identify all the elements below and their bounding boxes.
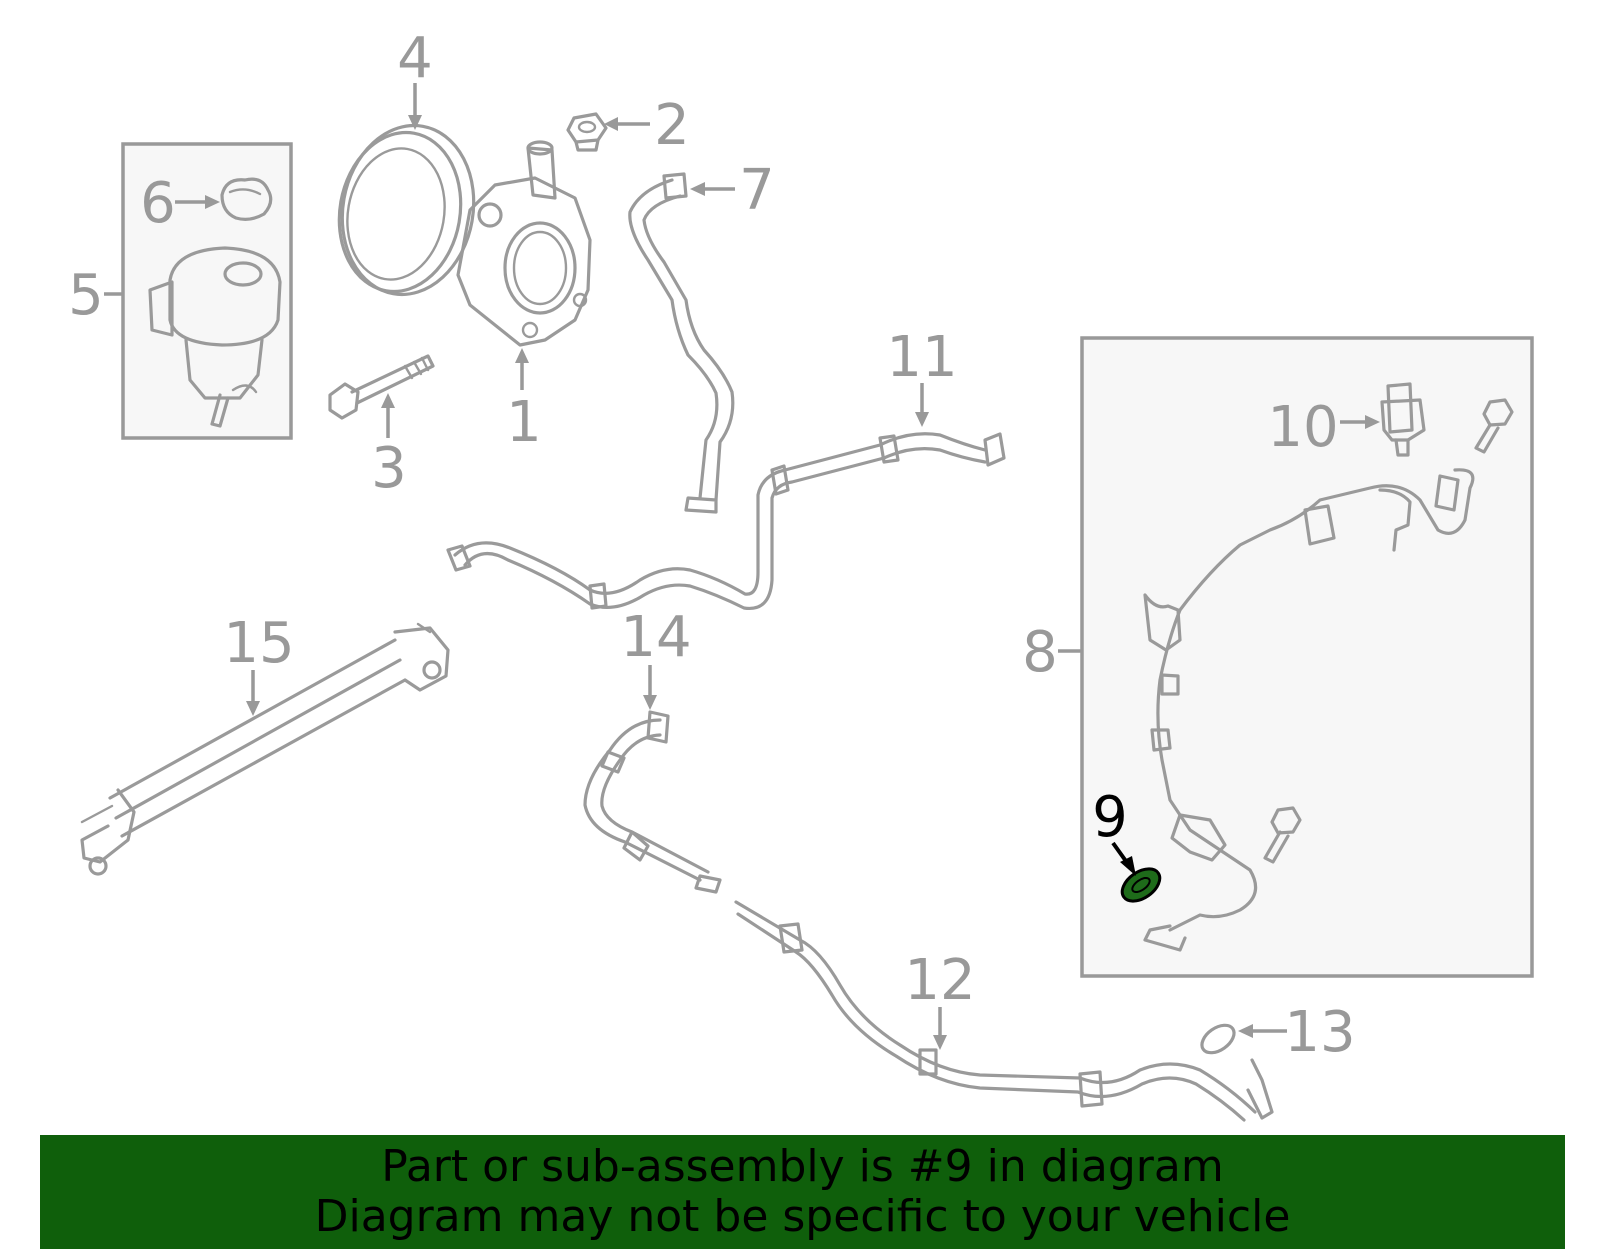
part-14-hose[interactable] bbox=[583, 710, 722, 894]
bolt-upper[interactable] bbox=[1474, 398, 1514, 454]
callout-4: 4 bbox=[397, 26, 433, 91]
callout-1: 1 bbox=[506, 390, 542, 455]
part-11-pipe[interactable] bbox=[446, 432, 1006, 611]
callout-8: 8 bbox=[1022, 620, 1058, 685]
callout-13: 13 bbox=[1284, 1000, 1355, 1065]
part-7-hose[interactable] bbox=[628, 172, 735, 514]
part-6-cap[interactable] bbox=[220, 177, 273, 221]
part-12-pipe[interactable] bbox=[734, 900, 1274, 1122]
part-2-nut[interactable] bbox=[566, 112, 608, 152]
part-5-reservoir[interactable] bbox=[148, 246, 282, 428]
callout-2: 2 bbox=[654, 93, 690, 158]
bolt-lower[interactable] bbox=[1263, 806, 1302, 864]
leader-lines bbox=[104, 83, 1380, 1050]
callout-7: 7 bbox=[739, 158, 775, 223]
part-15-cooler[interactable] bbox=[80, 622, 450, 876]
info-banner: Part or sub-assembly is #9 in diagram Di… bbox=[40, 1135, 1565, 1249]
part-4-pulley[interactable] bbox=[327, 115, 487, 305]
callout-11: 11 bbox=[886, 325, 957, 390]
part-1-pump[interactable] bbox=[456, 140, 592, 347]
part-8-hose-assembly[interactable] bbox=[1143, 468, 1475, 952]
callout-5: 5 bbox=[68, 263, 104, 328]
callout-10: 10 bbox=[1267, 395, 1338, 460]
part-10-pressure-switch[interactable] bbox=[1380, 382, 1426, 457]
callout-3: 3 bbox=[371, 436, 407, 501]
callout-9: 9 bbox=[1092, 785, 1128, 850]
banner-line-1: Part or sub-assembly is #9 in diagram bbox=[381, 1141, 1224, 1192]
part-3-bolt[interactable] bbox=[328, 354, 435, 420]
callout-15: 15 bbox=[223, 611, 294, 676]
callout-14: 14 bbox=[620, 605, 691, 670]
callout-12: 12 bbox=[904, 948, 975, 1013]
part-13-o-ring[interactable] bbox=[1197, 1020, 1239, 1059]
callout-6: 6 bbox=[140, 171, 176, 236]
part-9-seal[interactable] bbox=[1116, 862, 1165, 907]
banner-line-2: Diagram may not be specific to your vehi… bbox=[314, 1191, 1291, 1242]
